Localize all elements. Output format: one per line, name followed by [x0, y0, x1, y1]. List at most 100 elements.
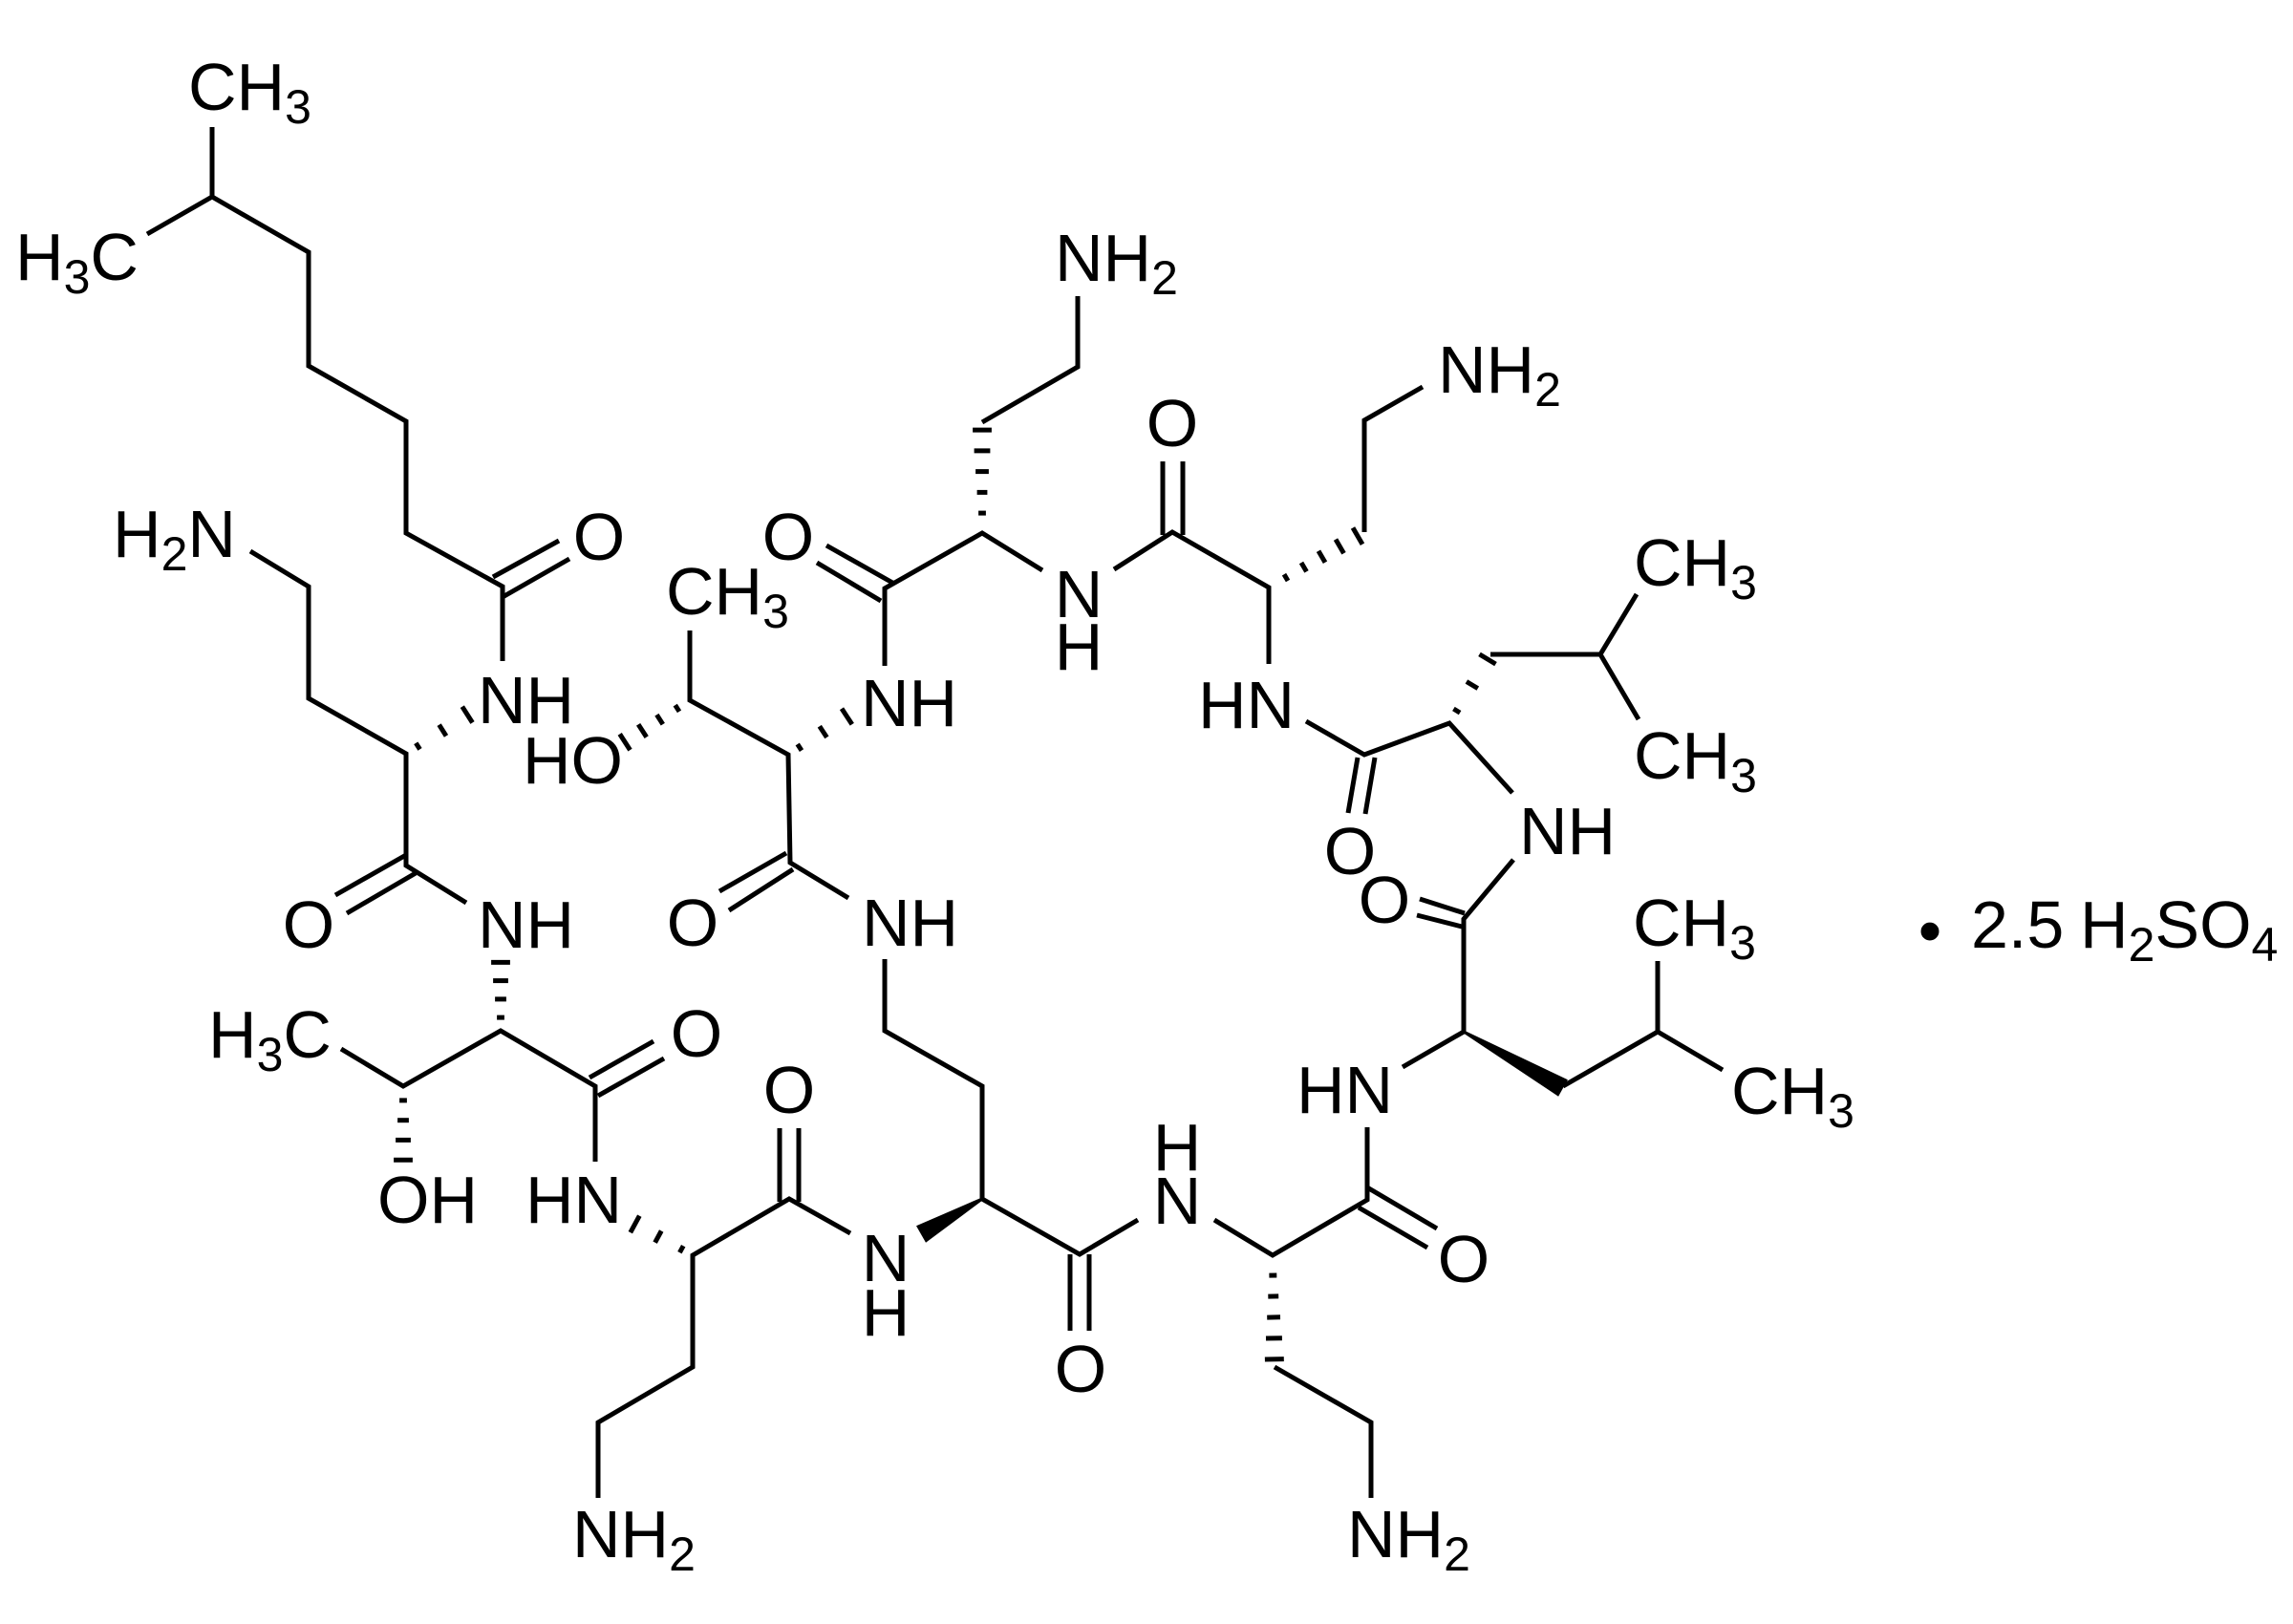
atom-label-amine: NH2 — [1438, 332, 1561, 417]
hash-mark — [1316, 549, 1328, 565]
bond-dab5-side-chain — [1273, 1364, 1374, 1498]
double-bond-dab1-carbonyl — [333, 852, 418, 916]
atom-label-oxygen: O — [1438, 1222, 1489, 1296]
salt-formula: H2SO4 — [2080, 887, 2278, 972]
atom-labels: CH3 H3C O H2N NH O NH H3C OH O HN NH2 O … — [15, 50, 1854, 1581]
bond-leu6-backbone — [1401, 858, 1515, 1070]
atom-label-oxygen: O — [283, 887, 334, 962]
atom-label-nitrogen: N — [862, 1221, 911, 1295]
atom-label-amide-nh: NH — [478, 663, 574, 737]
bond-thr10-backbone — [687, 630, 850, 901]
bold-wedge-bond-dab4-n — [916, 1197, 983, 1243]
atom-label-methyl: CH3 — [1634, 525, 1757, 609]
hashed-wedge-bond-dab8-side-chain — [1281, 526, 1365, 583]
double-bond-dab3-carbonyl — [777, 1128, 802, 1202]
atom-label-amide-nh: NH — [861, 666, 957, 740]
atom-label-amide-nh: NH — [1519, 794, 1616, 868]
atom-label-hydrogen: H — [1055, 609, 1104, 684]
atom-label-amide-nh: HN — [1198, 668, 1295, 742]
atom-label-hydrogen: H — [1153, 1110, 1202, 1185]
salt-annotation: • 2.5 H2SO4 — [1918, 887, 2279, 972]
atom-label-methyl: CH3 — [188, 50, 311, 134]
bond-dab8-backbone — [1112, 529, 1272, 664]
double-bond-dab9-carbonyl — [815, 543, 896, 604]
hash-mark — [617, 733, 632, 752]
atom-label-oxygen: O — [1324, 814, 1376, 888]
hashed-wedge-bond-thr2-n — [491, 959, 510, 1020]
atom-label-amine: NH2 — [1055, 221, 1178, 305]
atom-label-oxygen: O — [763, 1053, 815, 1127]
salt-separator-dot: • — [1918, 893, 1942, 968]
atom-label-oxygen: O — [1055, 1332, 1106, 1406]
atom-label-hydroxyl: OH — [377, 1163, 478, 1237]
wedge-shape — [916, 1197, 983, 1243]
bond-dab8-side-chain — [1361, 384, 1425, 532]
hash-mark — [1478, 652, 1497, 667]
atom-label-oxygen: O — [762, 500, 814, 574]
atom-label-methyl: H3C — [15, 220, 139, 304]
bond-leu7-side-chain — [1490, 592, 1639, 657]
hash-mark — [636, 722, 649, 738]
double-bond-dab4-carbonyl — [1067, 1254, 1092, 1331]
hash-mark — [654, 713, 665, 726]
single-bonds — [145, 127, 1725, 1498]
double-bond-leu7-carbonyl — [1345, 757, 1378, 815]
hash-mark — [817, 724, 829, 739]
hash-mark — [460, 705, 475, 724]
hash-mark — [1452, 706, 1462, 716]
atom-label-amide-nh: HN — [525, 1163, 622, 1237]
hash-mark — [628, 1214, 642, 1234]
bond-dab4-backbone — [882, 959, 1140, 1257]
bond-leu6-methyl — [1656, 1029, 1725, 1073]
bold-wedge-bond-leu6-side-chain — [1463, 1030, 1568, 1097]
atom-label-lactam-nh: NH — [862, 886, 958, 960]
double-bond-dab8-carbonyl — [1160, 461, 1186, 535]
double-bond-leu6-carbonyl — [1416, 896, 1466, 930]
hashed-wedge-bond-dab5-side-chain — [1264, 1272, 1284, 1362]
hash-mark — [414, 741, 422, 751]
hash-mark — [1465, 679, 1480, 691]
hash-mark — [1350, 526, 1365, 545]
hash-mark — [677, 1245, 686, 1254]
double-bond-thr10-carbonyl — [718, 850, 795, 913]
bond-dab3-backbone — [595, 1196, 852, 1498]
bond-dab1-backbone — [248, 548, 468, 906]
atom-label-methyl: CH3 — [1634, 718, 1757, 802]
atom-label-hydrogen: H — [862, 1275, 911, 1350]
atom-label-nitrogen: N — [1055, 557, 1104, 631]
atom-label-amide-nh: HN — [1297, 1053, 1393, 1127]
atom-label-methyl: H3C — [208, 997, 332, 1081]
bond-fatty-acid-chain — [145, 194, 505, 661]
bond-dab5-backbone — [1212, 1127, 1370, 1258]
hash-mark — [795, 742, 804, 752]
hashed-wedge-bond-leu7-side-chain — [1452, 652, 1497, 716]
hashed-wedge-bond-dab9-side-chain — [973, 427, 992, 516]
atom-label-methyl: CH3 — [666, 554, 789, 638]
atom-label-amine: NH2 — [572, 1497, 696, 1581]
hash-mark — [1333, 538, 1346, 555]
stereo-bonds — [394, 427, 1568, 1362]
hash-mark — [839, 707, 854, 726]
atom-label-nitrogen: N — [1153, 1164, 1202, 1238]
atom-label-methyl: CH3 — [1633, 886, 1756, 970]
bond-leu6-side-chain — [1561, 961, 1661, 1089]
wedge-shape — [1463, 1030, 1568, 1097]
atom-label-oxygen: O — [1146, 386, 1198, 460]
atom-label-oxygen: O — [667, 886, 718, 960]
double-bond-fatty-carbonyl — [491, 538, 571, 600]
bond-dab9-side-chain — [980, 296, 1081, 425]
hash-mark — [437, 723, 449, 737]
hashed-wedge-bond-dab3-n — [628, 1214, 686, 1254]
atom-label-hydroxyl: HO — [523, 723, 623, 798]
atom-label-oxygen: O — [573, 500, 625, 574]
bond-leu7-backbone — [1304, 718, 1514, 795]
hashed-wedge-bond-thr10-n — [795, 707, 854, 752]
salt-coefficient: 2.5 — [1971, 887, 2064, 962]
double-bond-dab5-carbonyl — [1357, 1185, 1439, 1250]
double-bonds — [333, 461, 1466, 1331]
atom-label-methyl: CH3 — [1731, 1054, 1854, 1138]
atom-label-amine: NH2 — [1347, 1497, 1470, 1581]
bond-dab9-backbone — [882, 530, 1044, 666]
atom-label-amine: H2N — [113, 497, 236, 581]
